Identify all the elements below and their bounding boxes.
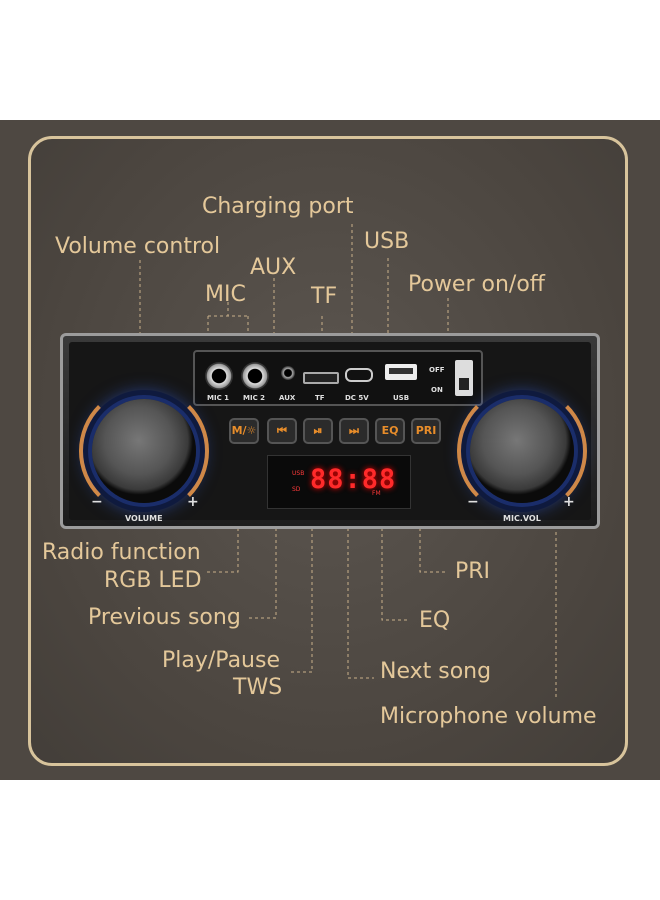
- usb-port-icon[interactable]: [385, 364, 417, 380]
- eq-button[interactable]: EQ: [375, 418, 405, 444]
- previous-button[interactable]: ⏮: [267, 418, 297, 444]
- volume-text: VOLUME: [125, 514, 163, 523]
- label-tf: TF: [311, 284, 338, 309]
- on-text: ON: [431, 386, 443, 394]
- display-digits: 88:88: [310, 464, 397, 495]
- label-pri: PRI: [455, 559, 491, 584]
- volume-knob[interactable]: [92, 399, 196, 503]
- led-display: USB SD 88:88 FM: [267, 455, 411, 509]
- dc-text: DC 5V: [345, 394, 369, 402]
- aux-text: AUX: [279, 394, 296, 402]
- product-diagram: Charging port Volume control USB AUX MIC…: [0, 120, 660, 780]
- volume-arc-icon: [79, 386, 209, 516]
- off-text: OFF: [429, 366, 445, 374]
- display-usb-text: USB: [292, 470, 305, 477]
- label-eq: EQ: [419, 608, 451, 633]
- label-mic: MIC: [205, 282, 246, 307]
- mic2-text: MIC 2: [243, 394, 266, 402]
- mic1-text: MIC 1: [207, 394, 230, 402]
- label-usb: USB: [364, 229, 410, 254]
- label-rgb: RGB LED: [104, 568, 202, 593]
- micvol-text: MIC.VOL: [503, 514, 541, 523]
- micvol-arc-icon: [457, 386, 587, 516]
- volume-minus-text: −: [91, 494, 103, 510]
- aux-jack-icon[interactable]: [281, 366, 295, 380]
- label-next: Next song: [380, 659, 492, 684]
- label-radio: Radio function: [42, 540, 201, 565]
- ports-strip: MIC 1 MIC 2 AUX TF DC 5V USB OFF ON: [193, 350, 483, 406]
- label-power: Power on/off: [408, 272, 545, 297]
- micvol-minus-text: −: [467, 494, 479, 510]
- typec-port-icon[interactable]: [345, 368, 373, 382]
- display-fm-text: FM: [372, 490, 381, 497]
- control-panel: MIC 1 MIC 2 AUX TF DC 5V USB OFF ON − + …: [60, 333, 600, 529]
- mic-volume-knob[interactable]: [470, 399, 574, 503]
- label-play-pause: Play/Pause: [162, 648, 280, 673]
- pri-button[interactable]: PRI: [411, 418, 441, 444]
- power-switch-icon[interactable]: [455, 360, 473, 396]
- usb-text: USB: [393, 394, 410, 402]
- label-tws: TWS: [233, 675, 283, 700]
- label-previous: Previous song: [88, 605, 241, 630]
- next-button[interactable]: ⏭: [339, 418, 369, 444]
- label-aux: AUX: [250, 255, 297, 280]
- mode-button[interactable]: M/☼: [229, 418, 259, 444]
- mic1-jack-icon[interactable]: [205, 362, 233, 390]
- label-mic-volume: Microphone volume: [380, 704, 597, 729]
- panel-face: MIC 1 MIC 2 AUX TF DC 5V USB OFF ON − + …: [69, 342, 591, 523]
- play-pause-button[interactable]: ⏯: [303, 418, 333, 444]
- tf-slot-icon[interactable]: [303, 372, 339, 384]
- display-sd-text: SD: [292, 486, 301, 493]
- label-volume-control: Volume control: [55, 234, 221, 259]
- mic2-jack-icon[interactable]: [241, 362, 269, 390]
- volume-plus-text: +: [187, 494, 199, 510]
- tf-text: TF: [315, 394, 325, 402]
- micvol-plus-text: +: [563, 494, 575, 510]
- label-charging-port: Charging port: [202, 194, 354, 219]
